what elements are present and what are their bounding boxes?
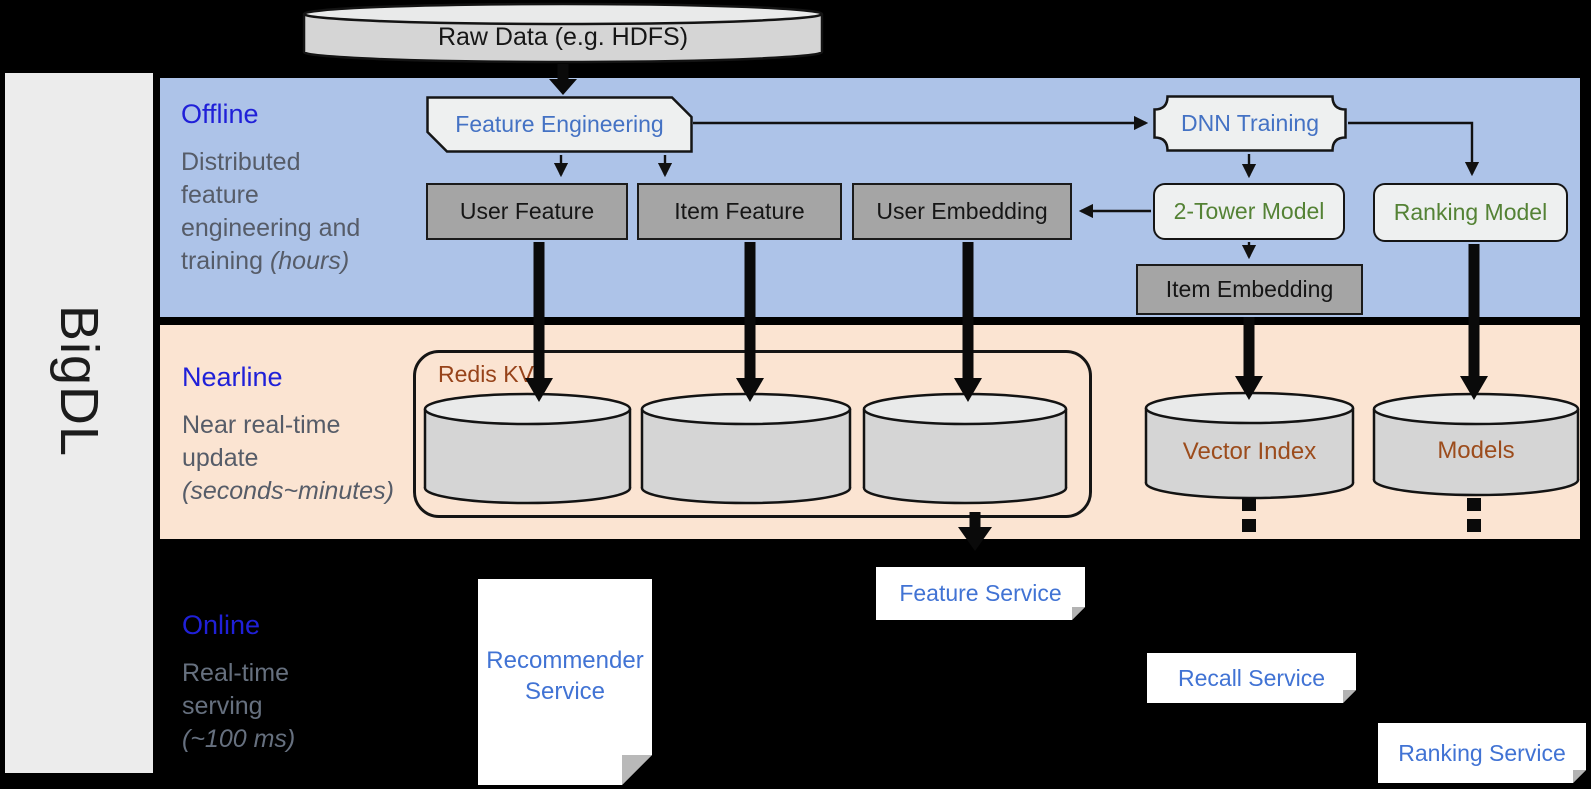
user-embedding-node: User Embedding: [852, 183, 1072, 240]
item-feature-label: Item Feature: [674, 198, 805, 224]
item-embedding-label: Item Embedding: [1165, 276, 1334, 302]
cylinder-shape: [1372, 392, 1580, 497]
vector-index-label: Vector Index: [1182, 437, 1317, 465]
two-tower-model-node: 2-Tower Model: [1153, 183, 1345, 240]
offline-description: Distributed feature engineering and trai…: [181, 148, 361, 275]
ranking-model-node: Ranking Model: [1373, 183, 1568, 242]
bigdl-logo-text: BigDL: [49, 304, 109, 458]
two-tower-model-label: 2-Tower Model: [1173, 198, 1325, 224]
plaque-shape: [1153, 95, 1347, 152]
cylinder-shape: [423, 392, 632, 505]
feature-engineering-node: Feature Engineering: [426, 96, 693, 153]
ranking-model-label: Ranking Model: [1393, 199, 1548, 225]
feature-service-label: Feature Service: [899, 580, 1062, 606]
cylinder-shape: [640, 392, 852, 505]
online-description: Real-time serving (~100 ms): [182, 659, 296, 753]
vector-index-store: Vector Index: [1144, 391, 1355, 500]
ranking-service-label: Ranking Service: [1398, 739, 1566, 766]
snip-corner-shape: [426, 96, 693, 153]
user-feature-node: User Feature: [426, 183, 628, 240]
recommender-service-label: Recommender Service: [486, 647, 644, 705]
cylinder-shape: [1144, 391, 1355, 500]
feature-engineering-label: Feature Engineering: [455, 111, 664, 137]
offline-title: Offline: [181, 99, 259, 129]
raw-data-store: Raw Data (e.g. HDFS): [302, 2, 824, 64]
dnn-training-node: DNN Training: [1153, 95, 1347, 152]
redis-shard-1: [423, 392, 632, 505]
recall-service-node: Recall Service: [1147, 653, 1356, 703]
redis-shard-3: [862, 392, 1068, 505]
page-fold-icon: [622, 755, 652, 785]
page-fold-icon: [1573, 770, 1586, 783]
feature-service-node: Feature Service: [876, 567, 1085, 620]
online-title: Online: [182, 610, 261, 640]
recall-service-label: Recall Service: [1178, 664, 1325, 691]
recommender-service-node: Recommender Service: [478, 579, 652, 785]
user-embedding-label: User Embedding: [876, 198, 1048, 224]
page-fold-icon: [1343, 690, 1356, 703]
user-feature-label: User Feature: [459, 198, 595, 224]
raw-data-label: Raw Data (e.g. HDFS): [437, 22, 689, 51]
item-embedding-node: Item Embedding: [1136, 264, 1363, 315]
redis-shard-2: [640, 392, 852, 505]
models-label: Models: [1437, 436, 1515, 464]
offline-section-label: Offline Distributed feature engineering …: [181, 99, 386, 278]
online-section-label: Online Real-time serving (~100 ms): [182, 610, 382, 756]
nearline-description: Near real-time update (seconds~minutes): [182, 411, 394, 505]
nearline-section-label: Nearline Near real-time update (seconds~…: [182, 362, 412, 508]
ranking-service-node: Ranking Service: [1378, 723, 1586, 783]
bigdl-sidebar: BigDL: [5, 73, 153, 773]
dnn-training-label: DNN Training: [1180, 110, 1320, 136]
cylinder-shape: [302, 2, 824, 64]
item-feature-node: Item Feature: [637, 183, 842, 240]
nearline-title: Nearline: [182, 362, 283, 392]
redis-kv-label: Redis KV: [438, 361, 534, 387]
cylinder-shape: [862, 392, 1068, 505]
models-store: Models: [1372, 392, 1580, 497]
page-fold-icon: [1072, 607, 1085, 620]
